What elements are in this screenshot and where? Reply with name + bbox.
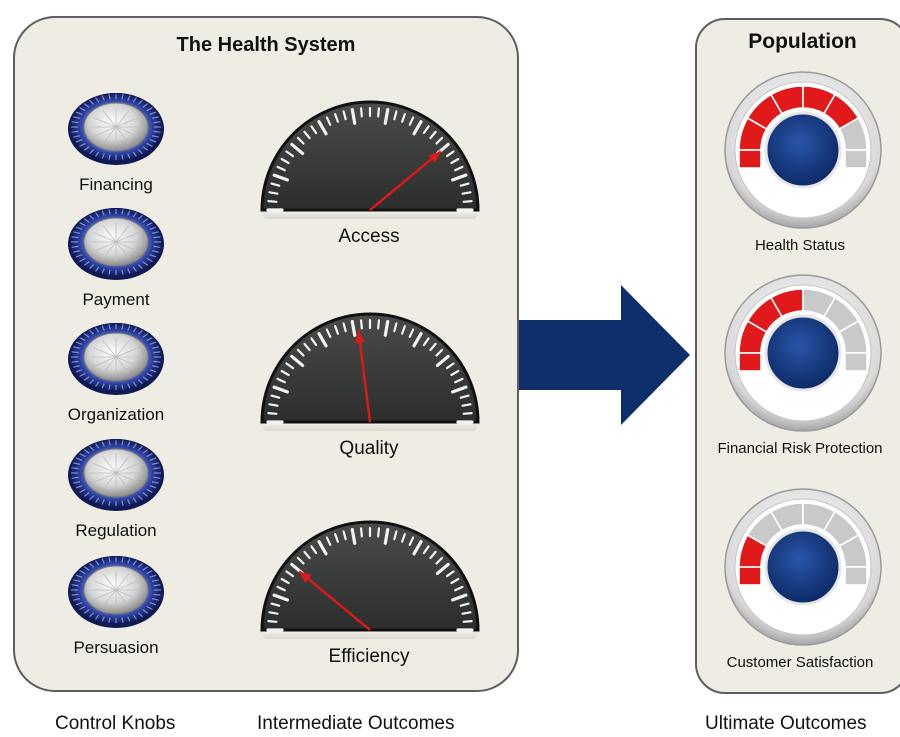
dial-financial-risk-protection <box>724 274 882 432</box>
dial-label: Customer Satisfaction <box>726 654 874 671</box>
control-knobs-caption: Control Knobs <box>55 713 176 734</box>
gauge-label: Access <box>338 226 400 247</box>
knob-label: Payment <box>82 290 150 309</box>
knob-organization[interactable] <box>61 312 171 402</box>
population-title: Population <box>748 30 857 53</box>
intermediate-outcomes-caption: Intermediate Outcomes <box>257 713 455 734</box>
dial-customer-satisfaction <box>724 488 882 646</box>
knob-label: Regulation <box>75 521 157 540</box>
gauge-label: Efficiency <box>328 646 410 667</box>
knob-regulation[interactable] <box>61 428 171 518</box>
knob-label: Persuasion <box>73 638 159 657</box>
knob-persuasion[interactable] <box>61 545 171 635</box>
gauge-quality <box>260 312 480 431</box>
ultimate-outcomes-caption: Ultimate Outcomes <box>705 713 867 734</box>
dial-label: Financial Risk Protection <box>717 440 883 457</box>
health-system-title: The Health System <box>176 34 356 56</box>
gauge-access <box>260 100 480 219</box>
gauge-label: Quality <box>339 438 399 459</box>
dial-health-status <box>724 71 882 229</box>
knob-label: Financing <box>79 175 153 194</box>
gauge-efficiency <box>260 520 480 639</box>
knob-financing[interactable] <box>61 82 171 172</box>
knob-payment[interactable] <box>61 197 171 287</box>
knob-label: Organization <box>67 405 165 424</box>
dial-label: Health Status <box>754 237 846 254</box>
